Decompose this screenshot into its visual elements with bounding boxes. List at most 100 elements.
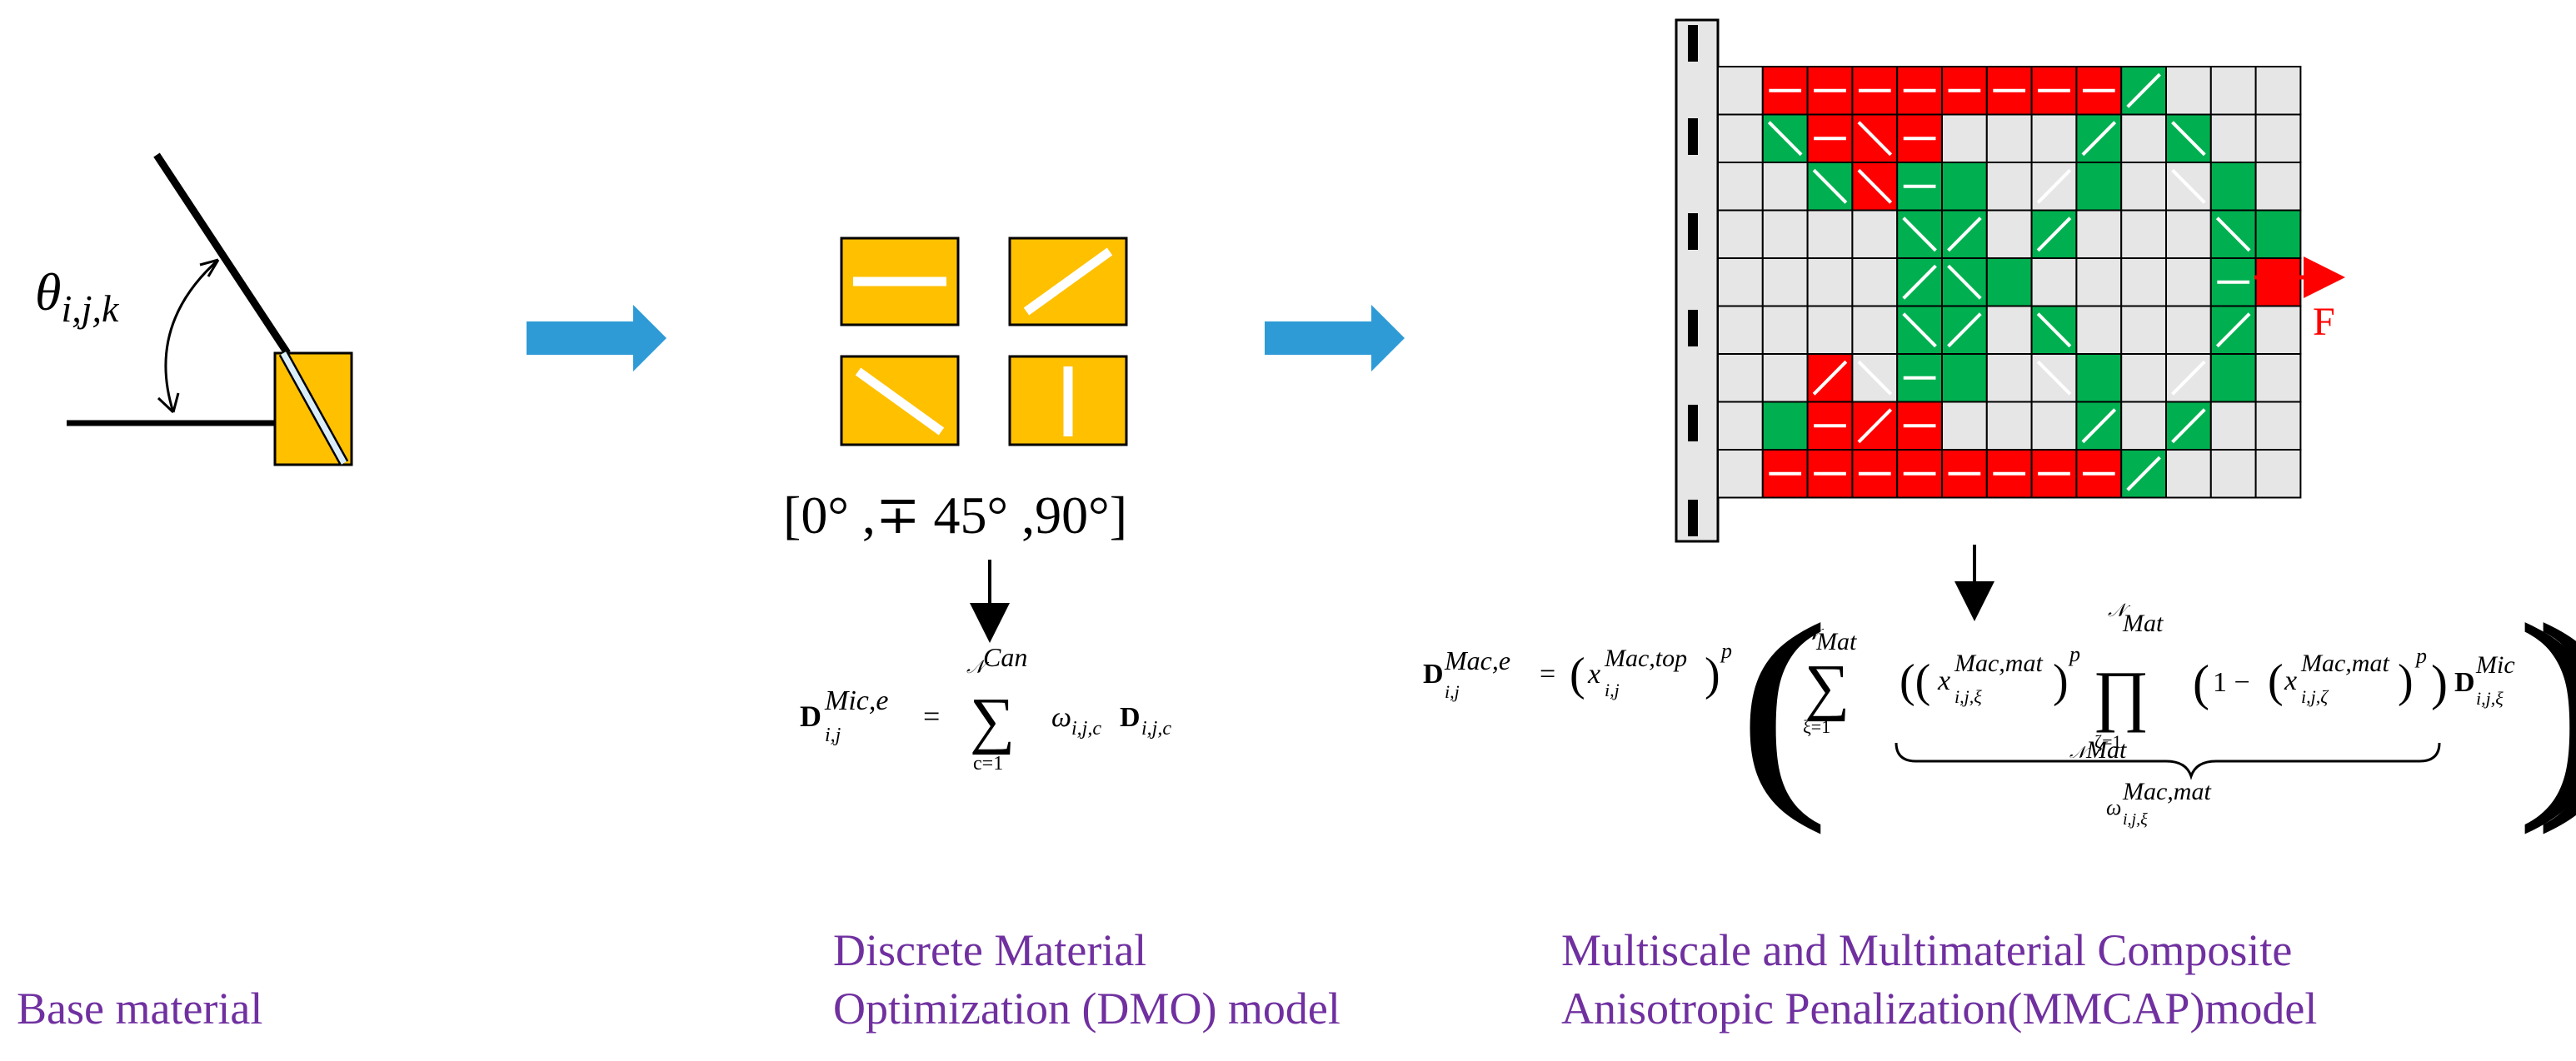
- fiber-mark: [2171, 121, 2206, 157]
- mm-eq-p2: p: [2068, 642, 2080, 666]
- grid-cell: [1761, 257, 1809, 307]
- fiber-mark: [1902, 217, 1937, 252]
- fiber-mark: [2171, 168, 2206, 204]
- mm-eq-equals: =: [1540, 659, 1555, 690]
- fiber-mark: [1812, 360, 1848, 396]
- caption-mmcap-line2: Anisotropic Penalization(MMCAP)model: [1561, 984, 2318, 1034]
- fiber-mark: [1902, 264, 1937, 300]
- mm-eq-brace-top: 𝒩: [2069, 744, 2090, 762]
- topology-grid: [1688, 25, 2302, 536]
- fiber-mark: [1857, 121, 1893, 157]
- candidate-angles-label: [0° ,∓ 45° ,90°]: [783, 486, 1127, 545]
- grid-cell: [1985, 353, 2033, 403]
- grid-cell: [1851, 305, 1899, 355]
- mm-eq-underbrace: [1895, 742, 2441, 780]
- mmcap-equation: D Mac,e i,j = ( x Mac,top i,j ) p ( ∑ 𝒩 …: [1423, 577, 2576, 835]
- support-column: [1675, 18, 1720, 543]
- fiber-mark: [1947, 217, 1982, 252]
- grid-cell: [2254, 449, 2302, 499]
- grid-cell: [2254, 113, 2302, 163]
- support-mark: [1688, 310, 1698, 346]
- grid-cell: [2075, 209, 2123, 259]
- grid-cell: [1985, 257, 2033, 307]
- mm-eq-x: x: [1587, 659, 1600, 690]
- grid-cell: [2075, 257, 2123, 307]
- dmo-eq-weight-sub: i,j,c: [1071, 718, 1101, 740]
- grid-cell: [1985, 209, 2033, 259]
- angle-arrowhead-top: [199, 258, 220, 277]
- fiber-mark: [2036, 360, 2072, 396]
- grid-cell: [2209, 162, 2257, 212]
- dmo-eq-sum-bottom: c=1: [973, 753, 1003, 775]
- dmo-eq-sigma: ∑: [970, 685, 1015, 755]
- mm-eq-big-paren-open: (: [1738, 577, 1830, 835]
- dmo-eq-term-sub: i,j,c: [1141, 718, 1171, 740]
- dmo-eq-equals: =: [923, 700, 940, 733]
- caption-base-material: Base material: [17, 984, 263, 1034]
- mm-eq-paren-open-1: (: [1570, 649, 1585, 700]
- grid-cell: [1941, 113, 1988, 163]
- mm-eq-lhs-sub: i,j: [1445, 681, 1460, 702]
- caption-dmo-line1: Discrete Material: [833, 925, 1147, 975]
- fiber-mark: [2036, 312, 2072, 348]
- mm-eq-paren-open-2: ((: [1900, 655, 1930, 707]
- fiber-mark: [1902, 312, 1937, 348]
- grid-cell: [2120, 401, 2167, 451]
- mm-eq-xm: x: [1937, 665, 1950, 696]
- grid-cell: [2254, 257, 2302, 307]
- grid-cell: [1806, 257, 1854, 307]
- grid-cell: [2209, 66, 2257, 116]
- grid-cell: [1985, 305, 2033, 355]
- grid-cell: [1941, 401, 1988, 451]
- fiber-mark: [1812, 168, 1848, 204]
- support-mark: [1688, 405, 1698, 441]
- fiber-mark: [2036, 217, 2072, 252]
- grid-cell: [1717, 209, 1764, 259]
- grid-cell: [1985, 162, 2033, 212]
- mm-eq-paren-close-4: ): [2398, 655, 2414, 707]
- mm-eq-brace-label-sup: Mac,mat: [2122, 778, 2211, 805]
- grid-cell: [2120, 162, 2167, 212]
- grid-cell: [2120, 113, 2167, 163]
- grid-cell: [2075, 305, 2123, 355]
- mm-eq-prod-bottom: ζ=1: [2094, 731, 2122, 752]
- grid-cell: [1761, 305, 1809, 355]
- fiber-plus45deg: [1023, 247, 1113, 316]
- mm-eq-xm-sub: i,j,ξ: [1954, 686, 1982, 707]
- mm-eq-lhs-sup: Mac,e: [1444, 645, 1510, 675]
- support-mark: [1688, 25, 1698, 62]
- dmo-eq-term: D: [1120, 702, 1141, 733]
- candidate-orientations: [840, 237, 1128, 446]
- mm-eq-prod-top-sup: Mat: [2122, 610, 2164, 637]
- mm-eq-xz-sup: Mac,mat: [2300, 650, 2389, 677]
- mmcap-panel: F D Mac,e i,j = ( x Mac,top i,j ) p ( ∑ …: [1423, 18, 2576, 835]
- fiber-mark: [2126, 72, 2161, 108]
- grid-cell: [2030, 257, 2078, 307]
- fiber-mark: [2081, 121, 2117, 157]
- angle-theta-label: θi,j,k: [35, 262, 120, 330]
- grid-cell: [2165, 209, 2212, 259]
- grid-cell: [2209, 113, 2257, 163]
- mm-eq-xz-sub: i,j,ζ: [2301, 686, 2329, 707]
- inclined-fiber-line: [153, 152, 291, 356]
- grid-cell: [1717, 257, 1764, 307]
- dmo-eq-lhs: D: [800, 700, 821, 733]
- mm-eq-sum-top-sup: Mat: [1815, 628, 1857, 655]
- mm-eq-lhs: D: [1423, 659, 1444, 690]
- mm-eq-prod: ∏: [2093, 657, 2149, 733]
- grid-cell: [1985, 113, 2033, 163]
- grid-cell: [1851, 257, 1899, 307]
- grid-cell: [2075, 353, 2123, 403]
- support-mark: [1688, 213, 1698, 250]
- grid-cell: [1717, 113, 1764, 163]
- grid-cell: [1717, 401, 1764, 451]
- grid-cell: [1717, 66, 1764, 116]
- grid-cell: [1761, 209, 1809, 259]
- support-mark: [1688, 118, 1698, 155]
- grid-cell: [1851, 209, 1899, 259]
- dmo-eq-weight: ω: [1051, 702, 1071, 733]
- mm-eq-paren-open-4: (: [2268, 655, 2284, 707]
- fiber-mark: [2215, 312, 2251, 348]
- grid-cell: [2254, 401, 2302, 451]
- base-material-panel: θi,j,k: [35, 152, 353, 466]
